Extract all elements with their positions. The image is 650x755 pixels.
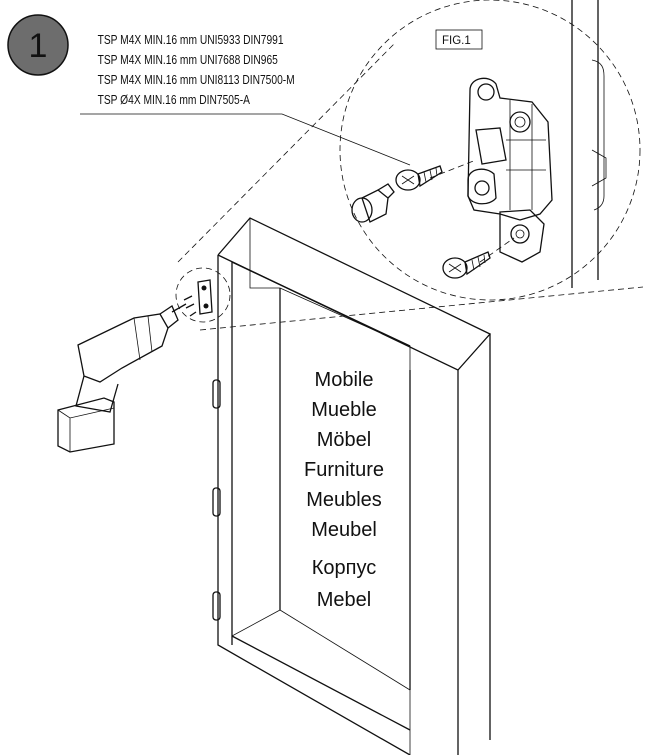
spec-leader-line [80,113,411,166]
screw-spec-list: TSP M4X MIN.16 mm UNI5933 DIN7991 TSP M4… [80,34,411,166]
furniture-name-pl: Mebel [317,589,371,611]
zoom-guide-top [177,42,396,263]
furniture-name-es: Mueble [311,399,377,421]
cabinet-icon [217,217,492,755]
screw-guide-upper [429,159,477,179]
hinge-icon [467,77,553,263]
furniture-name-it: Mobile [315,369,374,391]
screwdriver-icon [57,303,187,453]
screw-guide-lower [479,237,515,263]
screw-spec-3: TSP M4X MIN.16 mm UNI8113 DIN7500-M [98,74,295,87]
screw-spec-4: TSP Ø4X MIN.16 mm DIN7505-A [98,94,251,107]
screw-spec-2: TSP M4X MIN.16 mm UNI7688 DIN965 [98,54,278,67]
detail-circle: FIG.1 [177,0,644,331]
hinge-small-icon [175,267,231,323]
side-panel-detail [571,0,607,288]
cabinet-hinge-marks [212,379,221,621]
furniture-name-en: Furniture [304,459,384,481]
screw-spec-1: TSP M4X MIN.16 mm UNI5933 DIN7991 [98,34,284,47]
furniture-name-ru: Корпус [312,557,377,579]
fig-label: FIG.1 [442,35,471,47]
furniture-name-fr: Meubles [306,489,382,511]
step-number: 1 [29,27,48,65]
furniture-name-nl: Meubel [311,519,377,541]
furniture-name-de: Möbel [317,429,371,451]
step-badge: 1 [7,14,69,76]
dowel-icon [351,183,395,223]
furniture-name-list: Mobile Mueble Möbel Furniture Meubles Me… [304,369,384,611]
detail-circle-outline [339,0,641,301]
zoom-guide-bottom [199,286,644,331]
fig-label-box [435,29,483,50]
screw-icon-lower [442,251,491,279]
screw-icon-upper [395,165,443,191]
